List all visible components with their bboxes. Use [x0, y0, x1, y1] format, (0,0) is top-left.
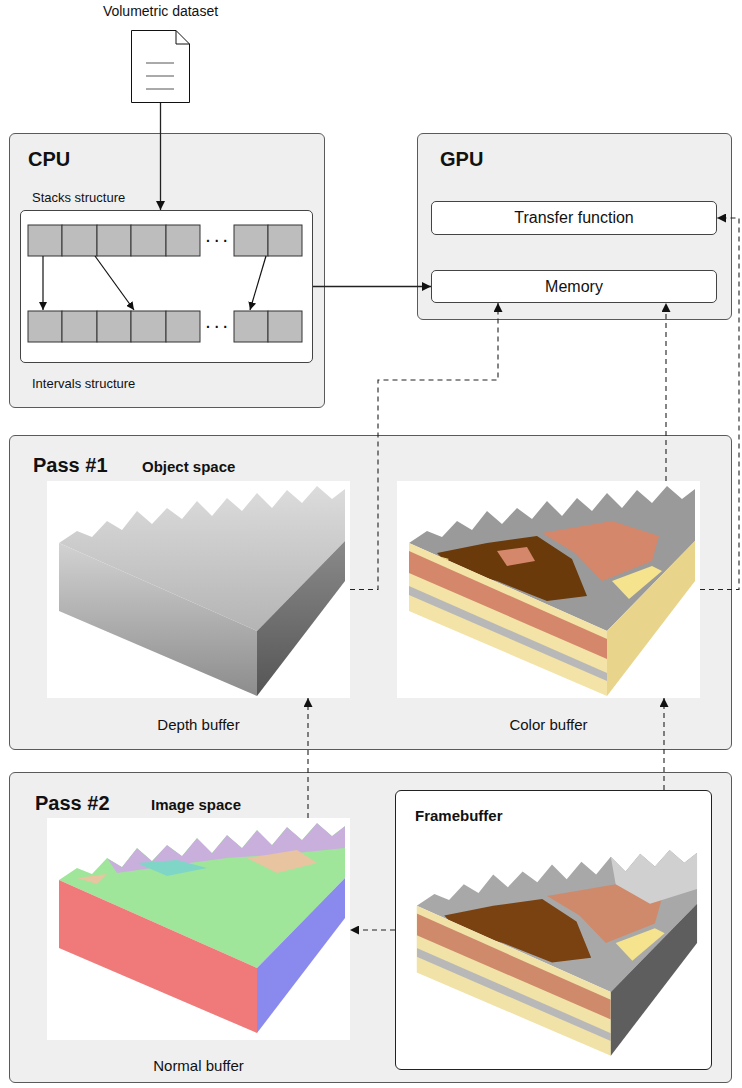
pass-panel: Pass #1Object spaceDepth bufferColor buf…: [9, 435, 732, 750]
text-slot: · · ·: [200, 226, 234, 256]
text-slot: Normal buffer: [47, 1057, 350, 1075]
heading-text: Color buffer: [509, 716, 587, 733]
heading-text: Stacks structure: [32, 190, 125, 205]
solid-arrow: [313, 286, 431, 287]
text-slot: Volumetric dataset: [91, 2, 230, 20]
text-slot: · · ·: [200, 312, 234, 342]
framebuffer-box: Framebuffer: [395, 790, 712, 1070]
heading-text: CPU: [28, 148, 70, 171]
dataflow-arrow: [665, 303, 666, 481]
cpu-panel: CPUStacks structureIntervals structure: [9, 133, 325, 408]
dataflow-arrow: [350, 929, 395, 930]
heading-text: Pass #1: [33, 454, 108, 477]
framebuffer-terrain: [417, 850, 697, 1056]
pass-panel: Pass #2 Image spaceNormal buffer Framebuff…: [9, 772, 732, 1083]
heading-text: Framebuffer: [415, 807, 503, 824]
depth-terrain: [59, 486, 345, 696]
text-slot: Image space: [151, 796, 241, 814]
buffer-image: Depth buffer: [47, 481, 350, 698]
text-slot: Intervals structure: [32, 374, 135, 392]
structure-box: Stacks structureIntervals structure: [20, 210, 313, 363]
box-label: Memory: [545, 278, 603, 296]
dataflow-arrow: [350, 303, 498, 590]
buffer-image: Color buffer: [397, 481, 700, 698]
process-box: Memory: [431, 270, 717, 303]
ellipsis-mark: · · ·: [206, 319, 228, 335]
normal-terrain: [59, 823, 345, 1033]
text-slot: Stacks structure: [32, 188, 125, 206]
heading-text: Object space: [142, 458, 235, 475]
box-label: Transfer function: [514, 209, 633, 227]
heading-text: Pass #2: [35, 792, 110, 815]
text-slot: Pass #2: [35, 792, 110, 815]
heading-text: GPU: [440, 148, 483, 171]
pointer-arrows: [43, 256, 266, 310]
text-slot: Depth buffer: [47, 716, 350, 734]
dataflow-arrow: [307, 698, 308, 818]
text-slot: CPU: [28, 148, 70, 171]
heading-text: Volumetric dataset: [103, 3, 218, 19]
dataflow-arrow: [663, 698, 664, 790]
gpu-panel: GPU Transfer functionMemory: [417, 133, 732, 320]
text-slot: GPU: [440, 148, 483, 171]
color-terrain: [409, 486, 695, 696]
text-slot: Transfer function: [432, 202, 716, 234]
array-cells: [28, 225, 302, 342]
text-slot: Pass #1: [33, 454, 108, 477]
ellipsis-mark: · · ·: [206, 233, 228, 249]
text-slot: Color buffer: [397, 716, 700, 734]
dataflow-arrow: [700, 218, 739, 590]
solid-arrow: [160, 103, 161, 210]
heading-text: Depth buffer: [157, 716, 239, 733]
heading-text: Intervals structure: [32, 376, 135, 391]
document-node: Volumetric dataset: [131, 30, 190, 103]
text-slot: Object space: [142, 458, 235, 476]
buffer-image: Normal buffer: [47, 818, 350, 1040]
text-slot: Framebuffer: [415, 807, 503, 825]
heading-text: Normal buffer: [153, 1057, 244, 1074]
heading-text: Image space: [151, 796, 241, 813]
document-icon: [132, 31, 190, 103]
process-box: Transfer function: [431, 201, 717, 235]
text-slot: Memory: [432, 271, 716, 302]
